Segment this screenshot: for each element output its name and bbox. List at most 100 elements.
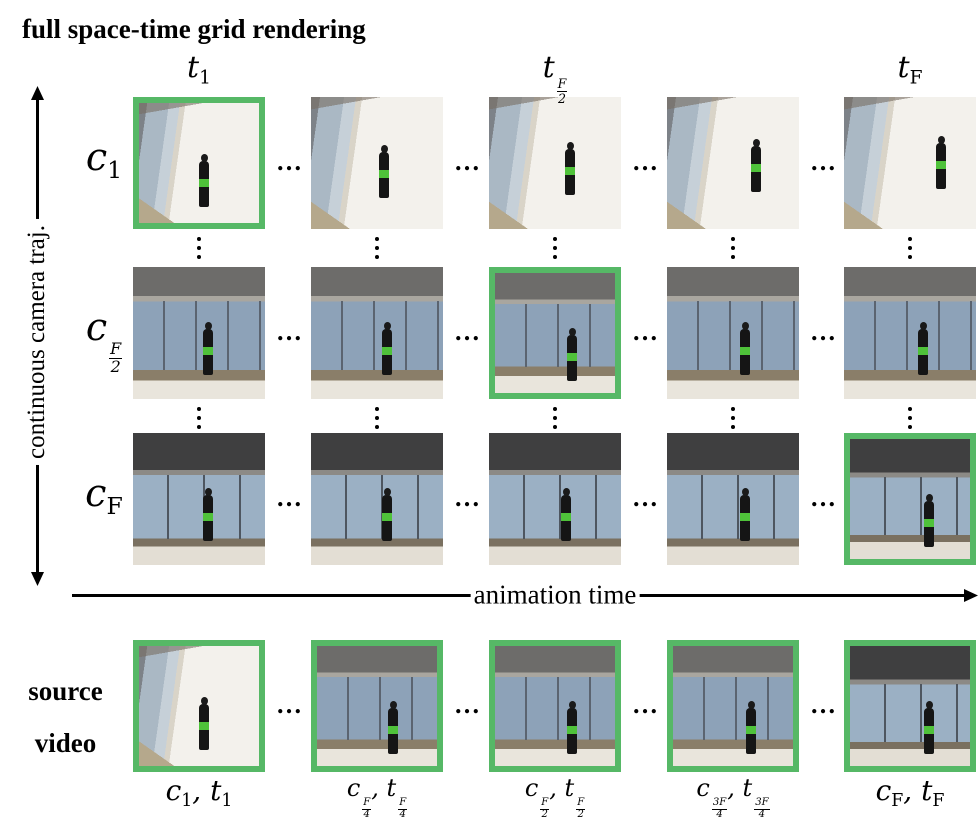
symbol-base: c [85, 135, 108, 179]
vertical-ellipsis [908, 237, 912, 264]
symbol-base: c [696, 774, 710, 802]
dot [375, 416, 379, 420]
symbol-base: t [921, 774, 933, 807]
dot [197, 237, 201, 241]
person-figure [203, 488, 213, 541]
person-figure [561, 488, 571, 541]
grid-frame [844, 267, 976, 399]
horizontal-ellipsis: … [454, 483, 480, 512]
dot [197, 425, 201, 429]
horizontal-ellipsis: … [454, 317, 480, 346]
symbol-subscript: F [106, 492, 123, 521]
dot [375, 425, 379, 429]
glass-scene-image [311, 267, 443, 399]
person-figure [740, 322, 750, 375]
camera-axis-label: continuous camera traj. [23, 219, 51, 465]
grid-frame [844, 433, 976, 565]
math-symbol: tF [897, 50, 923, 89]
dot [375, 237, 379, 241]
dot [908, 246, 912, 250]
symbol-subscript: F [891, 791, 904, 812]
dark-scene-image [667, 433, 799, 565]
vertical-ellipsis [553, 237, 557, 264]
comma: , [549, 774, 565, 802]
light-scene-image [311, 97, 443, 229]
symbol-base: t [897, 50, 910, 85]
symbol-base: c [165, 774, 182, 807]
person-figure [379, 145, 389, 198]
dot [731, 255, 735, 259]
person-figure [740, 488, 750, 541]
vertical-ellipsis [908, 407, 912, 434]
dot [197, 416, 201, 420]
person-figure [567, 701, 577, 754]
source-video-frame [667, 640, 799, 772]
dot [908, 255, 912, 259]
fraction-denominator: 2 [558, 90, 567, 106]
symbol-subscript: 1 [107, 156, 123, 185]
horizontal-ellipsis: … [632, 317, 658, 346]
horizontal-ellipsis: … [632, 147, 658, 176]
person-figure [382, 488, 392, 541]
fraction-denominator: 2 [541, 808, 548, 820]
horizontal-ellipsis: … [454, 690, 480, 719]
dot [553, 246, 557, 250]
dot [908, 425, 912, 429]
vertical-ellipsis [553, 407, 557, 434]
grid-frame [133, 267, 265, 399]
fraction-numerator: 3F [711, 797, 728, 810]
symbol-subscript: 1 [199, 67, 211, 89]
math-symbol: t1 [210, 774, 232, 811]
dot [731, 246, 735, 250]
glass-scene-image [317, 646, 437, 766]
fraction-numerator: F [540, 797, 550, 810]
dot [197, 407, 201, 411]
grid-frame [489, 97, 621, 229]
person-figure [751, 139, 761, 192]
dark-scene-image [133, 433, 265, 565]
dark-scene-image [311, 433, 443, 565]
person-figure [382, 322, 392, 375]
light-scene-image [844, 97, 976, 229]
horizontal-ellipsis: … [276, 690, 302, 719]
person-figure [199, 154, 209, 207]
source-video-frame [311, 640, 443, 772]
dot [197, 246, 201, 250]
dot [375, 246, 379, 250]
dot [375, 255, 379, 259]
math-symbol: cF [85, 471, 123, 520]
glass-scene-image [673, 646, 793, 766]
light-scene-image [139, 103, 259, 223]
symbol-base: t [386, 774, 397, 802]
grid-frame [311, 433, 443, 565]
source-video-frame [133, 640, 265, 772]
person-figure [918, 322, 928, 375]
dot [375, 407, 379, 411]
horizontal-ellipsis: … [632, 690, 658, 719]
vertical-ellipsis [731, 407, 735, 434]
fraction-denominator: 4 [399, 808, 406, 820]
grid-frame [133, 433, 265, 565]
person-figure [199, 697, 209, 750]
source-video-label-line1: source [28, 676, 103, 706]
symbol-base: t [187, 50, 200, 85]
fraction-numerator: F [362, 797, 372, 810]
grid-frame [311, 267, 443, 399]
figure-title: full space-time grid rendering [22, 14, 366, 44]
vertical-ellipsis [197, 237, 201, 264]
dot [553, 237, 557, 241]
horizontal-ellipsis: … [810, 690, 836, 719]
math-symbol: cF [876, 774, 904, 811]
glass-scene-image [667, 267, 799, 399]
